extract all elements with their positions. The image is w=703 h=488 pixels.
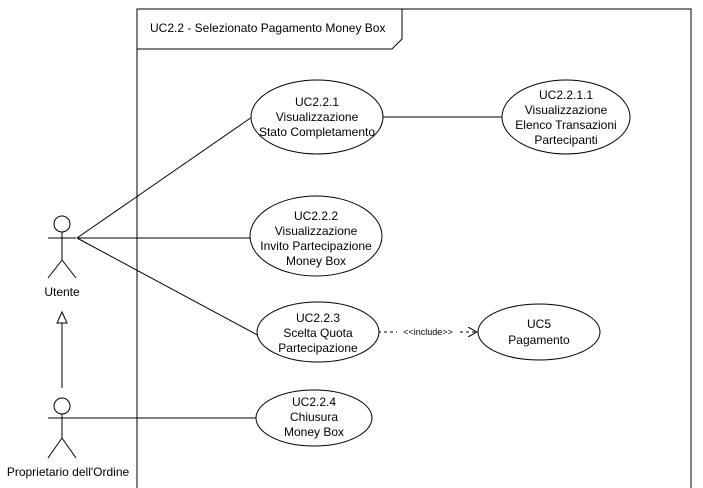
use-case-uc224-line: Chiusura (290, 410, 338, 424)
association-utente-uc221 (76, 116, 253, 239)
generalization-proprietario-utente (56, 310, 68, 388)
use-case-uc2211-line: Visualizzazione (525, 103, 608, 117)
actor-utente-left-leg (47, 259, 63, 279)
use-case-uc223-line: Partecipazione (278, 341, 358, 355)
include-relation: <<include>> (378, 327, 477, 337)
use-case-uc222: UC2.2.2 Visualizzazione Invito Partecipa… (249, 195, 383, 277)
include-label: <<include>> (403, 327, 453, 337)
use-case-uc2211-line: Elenco Transazioni (515, 118, 616, 132)
actor-utente-head (53, 215, 71, 233)
use-case-uc2211-line: UC2.2.1.1 (539, 88, 593, 102)
use-case-uc5-ellipse (477, 303, 601, 361)
use-case-uc221-line: Visualizzazione (276, 110, 359, 124)
actor-proprietario-head (53, 397, 71, 415)
use-case-uc5: UC5 Pagamento (477, 303, 601, 361)
association-utente-uc223 (76, 237, 264, 339)
associations (74, 116, 502, 419)
use-case-uc222-line: Visualizzazione (275, 224, 358, 238)
use-case-uc224-ellipse (255, 389, 373, 447)
use-case-uc221: UC2.2.1 Visualizzazione Stato Completame… (250, 79, 384, 155)
use-case-uc222-ellipse (249, 195, 383, 277)
use-case-uc224-line: Money Box (284, 425, 344, 439)
use-case-uc221-line: Stato Completamento (259, 125, 375, 139)
actor-utente-right-leg (61, 259, 77, 279)
system-boundary-title: UC2.2 - Selezionato Pagamento Money Box (150, 21, 385, 35)
use-case-uc224-line: UC2.2.4 (292, 395, 336, 409)
use-case-uc5-line: Pagamento (508, 333, 570, 347)
use-case-uc2211-line: Partecipanti (534, 133, 597, 147)
use-case-uc222-line: Money Box (286, 254, 346, 268)
actor-proprietario: Proprietario dell'Ordine (7, 397, 130, 479)
use-case-uc223-line: Scelta Quota (283, 326, 353, 340)
use-case-uc223-line: UC2.2.3 (296, 311, 340, 325)
use-case-uc224: UC2.2.4 Chiusura Money Box (255, 389, 373, 447)
use-case-uc223: UC2.2.3 Scelta Quota Partecipazione (256, 301, 380, 363)
system-boundary-frame (136, 8, 692, 488)
system-boundary: UC2.2 - Selezionato Pagamento Money Box (136, 8, 692, 488)
use-case-uc222-line: Invito Partecipazione (260, 239, 372, 253)
use-case-uc2211-ellipse (501, 79, 631, 155)
use-case-uc5-line: UC5 (527, 317, 551, 331)
system-boundary-title-tab (137, 9, 403, 50)
actor-utente-label: Utente (44, 285, 80, 299)
actor-proprietario-right-leg (61, 437, 77, 459)
generalization-arrowhead (56, 310, 68, 324)
use-case-uc222-line: UC2.2.2 (294, 209, 338, 223)
actor-proprietario-label: Proprietario dell'Ordine (7, 465, 130, 479)
use-case-uc221-line: UC2.2.1 (295, 95, 339, 109)
actor-proprietario-left-leg (47, 437, 63, 459)
use-case-uc221-ellipse (250, 79, 384, 155)
use-case-uc223-ellipse (256, 301, 380, 363)
actor-utente: Utente (44, 215, 80, 299)
use-case-uc2211: UC2.2.1.1 Visualizzazione Elenco Transaz… (501, 79, 631, 155)
